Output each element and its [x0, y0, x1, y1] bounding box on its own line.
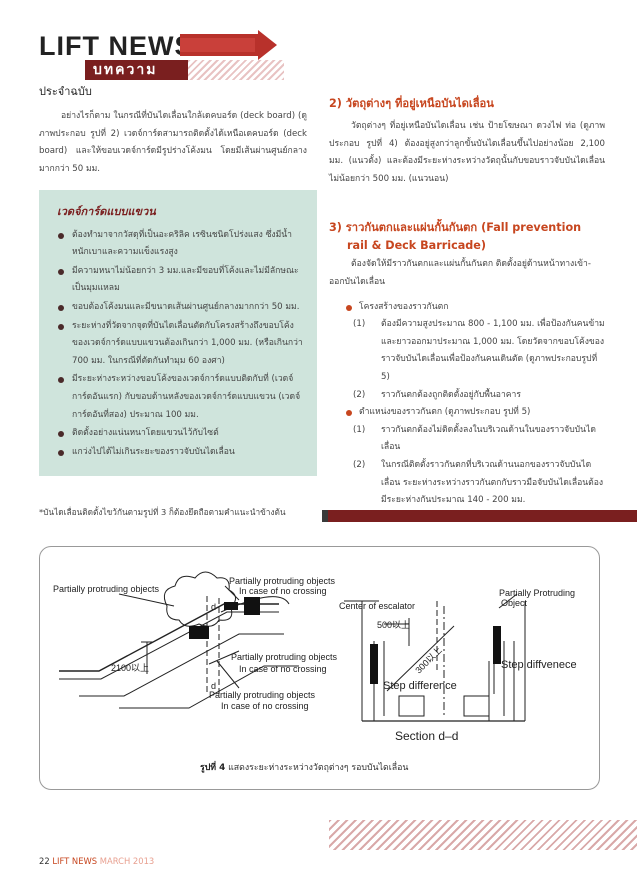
divider-bar — [328, 510, 637, 522]
divider-block — [322, 510, 328, 522]
list-item: มีระยะห่างระหว่างขอบโค้งของเวดจ์การ์ดแบบ… — [57, 371, 307, 424]
bullet-label: โครงสร้างของราวกันตก — [359, 301, 449, 312]
label-500: 500以上 — [377, 620, 410, 630]
item-text: ราวกันตกต้องไม่ติดตั้งลงในบริเวณด้านในขอ… — [381, 424, 596, 453]
list-item: โครงสร้างของราวกันตก — [345, 299, 607, 317]
escalator-diagram: Partially protruding objects Partially p… — [53, 571, 577, 743]
list-item: มีความหนาไม่น้อยกว่า 3 มม.และมีขอบที่โค้… — [57, 263, 307, 298]
list-item: ขอบต้องโค้งมนและมีขนาดเส้นผ่านศูนย์กลางม… — [57, 299, 307, 317]
list-item: (2) ในกรณีติดตั้งราวกันตกที่บริเวณด้านนอก… — [353, 457, 607, 510]
label-step-diffvenece: Step diffvenece — [501, 659, 577, 671]
footer-issue-date: MARCH 2013 — [99, 856, 155, 866]
label-d-top: d — [211, 602, 216, 612]
section-tag: บทความ — [85, 60, 188, 80]
info-box-title: เวดจ์การ์ดแบบแขวน — [57, 205, 156, 218]
list-item: แกว่งไปได้ไม่เกินระยะของราวจับบันไดเลื่อ… — [57, 444, 307, 462]
caption-number: รูปที่ 4 — [200, 763, 226, 773]
page-footer: 22 LIFT NEWS MARCH 2013 — [39, 856, 154, 866]
list-item: ระยะห่างที่วัดจากจุดที่บันไดเลื่อนตัดกับ… — [57, 318, 307, 371]
label-no-crossing1: In case of no crossing — [239, 586, 327, 596]
figure-frame — [39, 546, 600, 790]
item-number: (1) — [353, 319, 366, 330]
bullet-label: ตำแหน่งของราวกันตก (ดูภาพประกอบ รูปที่ 5… — [359, 407, 531, 418]
list-item: ตำแหน่งของราวกันตก (ดูภาพประกอบ รูปที่ 5… — [345, 404, 607, 422]
label-partially-protruding-objects: Partially protruding objects — [53, 584, 160, 594]
decorative-stripes-bottom — [329, 820, 637, 850]
intro-paragraph: อย่างไรก็ตาม ในกรณีที่บันไดเลื่อนใกล้เดค… — [39, 111, 307, 174]
label-2100: 2100以上 — [111, 663, 149, 673]
arrow-graphic — [180, 30, 277, 60]
item-text: ต้องมีความสูงประมาณ 800 - 1,100 มม. เพื่… — [381, 319, 605, 382]
info-box — [39, 190, 317, 476]
item-text: ในกรณีติดตั้งราวกันตกที่บริเวณด้านนอกของ… — [381, 459, 604, 506]
section-3-heading-line2: rail & Deck Barricade) — [347, 239, 486, 252]
section-tag-label: บทความ — [93, 62, 158, 78]
label-partially-protruding: Partially Protruding — [499, 588, 575, 598]
label-no-crossing3: In case of no crossing — [221, 701, 309, 711]
list-item: ติดตั้งอย่างแน่นหนาโดยแขวนไว้กับไซต์ — [57, 425, 307, 443]
label-center-of-escalator: Center of escalator — [339, 601, 415, 611]
decorative-stripes-top — [188, 60, 284, 80]
item-number: (2) — [353, 389, 366, 400]
section-3-heading: 3) ราวกันตกและแผ่นกั้นกันตก (Fall preven… — [329, 219, 619, 255]
label-pp-case2: Partially protruding objects — [231, 652, 338, 662]
list-item: (1) ราวกันตกต้องไม่ติดตั้งลงในบริเวณด้านใ… — [353, 422, 607, 457]
item-number: (2) — [353, 459, 366, 470]
item-number: (1) — [353, 424, 366, 435]
section-3-intro: ต้องจัดให้มีราวกันตกและแผ่นกั้นกันตก ติด… — [329, 259, 591, 287]
item-text: ราวกันตกต้องถูกติดตั้งอยู่กับพื้นอาคาร — [381, 389, 521, 400]
label-pp-case3: Partially protruding objects — [209, 690, 316, 700]
list-item: (2) ราวกันตกต้องถูกติดตั้งอยู่กับพื้นอาคา… — [353, 387, 607, 405]
list-item: (1) ต้องมีความสูงประมาณ 800 - 1,100 มม. เ… — [353, 316, 607, 386]
sub-list: (1) ราวกันตกต้องไม่ติดตั้งลงในบริเวณด้านใ… — [353, 422, 607, 510]
label-pp-case1: Partially protruding objects — [229, 576, 336, 586]
footnote: *บันไดเลื่อนติดตั้งไขว้กันตามรูปที่ 3 ก็… — [39, 507, 286, 517]
label-step-difference: Step difference — [383, 680, 457, 692]
section-3-list: โครงสร้างของราวกันตก (1) ต้องมีความสูงประ… — [345, 299, 607, 510]
sub-list-wrapper: (1) ราวกันตกต้องไม่ติดตั้งลงในบริเวณด้านใ… — [345, 422, 607, 510]
footer-brand: LIFT NEWS — [52, 856, 98, 866]
info-box-list: ต้องทำมาจากวัสดุที่เป็นอะคริลิค เรซินชนิ… — [57, 227, 307, 463]
sub-list: (1) ต้องมีความสูงประมาณ 800 - 1,100 มม. เ… — [353, 316, 607, 404]
label-300: 300以上 — [413, 645, 443, 675]
label-d-bottom: d — [211, 681, 216, 691]
sub-list-wrapper: (1) ต้องมีความสูงประมาณ 800 - 1,100 มม. เ… — [345, 316, 607, 404]
section-3-heading-line1: 3) ราวกันตกและแผ่นกั้นกันตก (Fall preven… — [329, 221, 582, 234]
magazine-title: LIFT NEWS — [39, 31, 194, 61]
list-item: ต้องทำมาจากวัสดุที่เป็นอะคริลิค เรซินชนิ… — [57, 227, 307, 262]
caption-text: แสดงระยะห่างระหว่างวัตถุต่างๆ รอบบันไดเล… — [225, 763, 409, 773]
section-2-body: วัตถุต่างๆ ที่อยู่เหนือบันไดเลื่อน เช่น … — [329, 121, 605, 184]
label-section-dd: Section d–d — [395, 729, 458, 743]
issue-label: ประจำฉบับ — [39, 85, 92, 98]
label-object: Object — [501, 598, 528, 608]
label-no-crossing2: In case of no crossing — [239, 664, 327, 674]
figure-caption: รูปที่ 4 แสดงระยะห่างระหว่างวัตถุต่างๆ ร… — [200, 760, 408, 774]
section-2-heading: 2) วัตถุต่างๆ ที่อยู่เหนือบันไดเลื่อน — [329, 97, 494, 110]
page-number: 22 — [39, 856, 50, 866]
